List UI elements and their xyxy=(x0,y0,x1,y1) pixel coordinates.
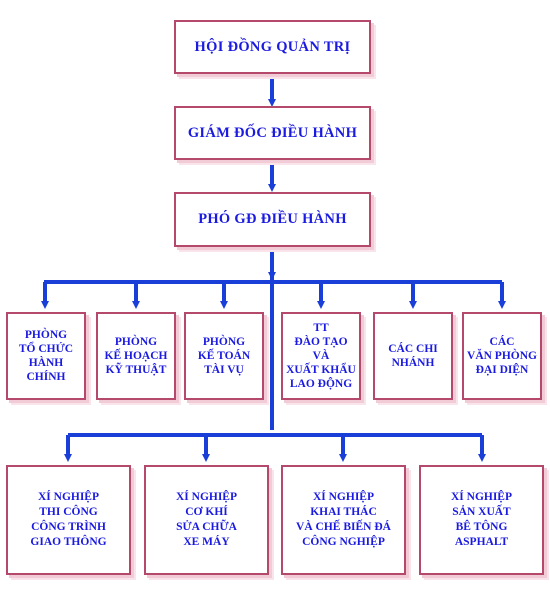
enterprise-box-asphalt: XÍ NGHIỆP SẢN XUẤT BÊ TÔNG ASPHALT xyxy=(419,465,544,575)
enterprise-box-construction: XÍ NGHIỆP THI CÔNG CÔNG TRÌNH GIAO THÔNG xyxy=(6,465,131,575)
deputy-box: PHÓ GĐ ĐIỀU HÀNH xyxy=(174,192,371,247)
department-box-accounting: PHÒNG KẾ TOÁN TÀI VỤ xyxy=(184,312,264,400)
enterprise-box-mechanics: XÍ NGHIỆP CƠ KHÍ SỬA CHỮA XE MÁY xyxy=(144,465,269,575)
department-box-rep-offices: CÁC VĂN PHÒNG ĐẠI DIỆN xyxy=(462,312,542,400)
department-box-branches: CÁC CHI NHÁNH xyxy=(373,312,453,400)
department-box-admin: PHÒNG TỔ CHỨC HÀNH CHÍNH xyxy=(6,312,86,400)
ceo-box: GIÁM ĐỐC ĐIỀU HÀNH xyxy=(174,106,371,160)
board-box: HỘI ĐỒNG QUẢN TRỊ xyxy=(174,20,371,74)
department-box-training: TT ĐÀO TẠO VÀ XUẤT KHẨU LAO ĐỘNG xyxy=(281,312,361,400)
enterprise-box-quarry: XÍ NGHIỆP KHAI THÁC VÀ CHẾ BIẾN ĐÁ CÔNG … xyxy=(281,465,406,575)
department-box-planning: PHÒNG KẾ HOẠCH KỸ THUẬT xyxy=(96,312,176,400)
